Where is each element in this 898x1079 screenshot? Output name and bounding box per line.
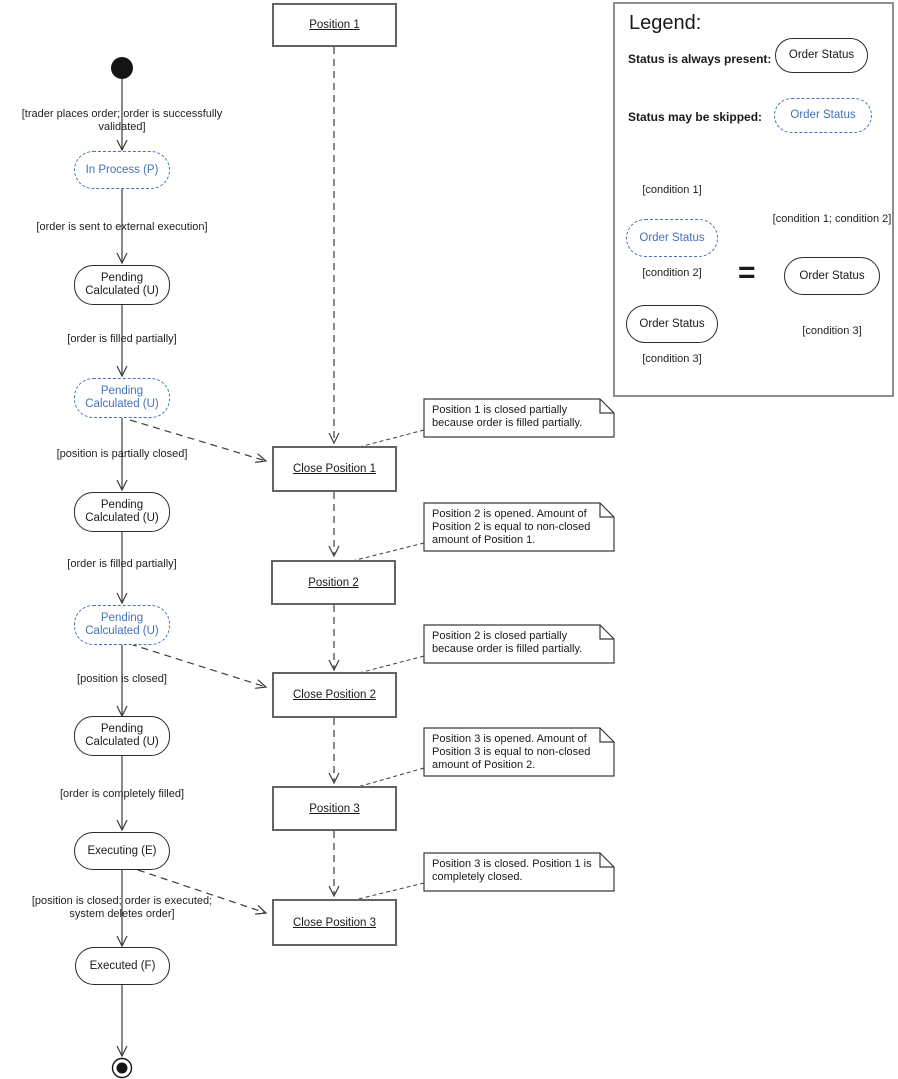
note-anchors [339,429,425,904]
state-pending-calculated-2: Pending Calculated (U) [74,378,170,418]
initial-node-icon [111,57,133,79]
guard-partially-closed: [position is partially closed] [56,448,188,460]
arrowheads-middle [328,432,340,898]
legend-cond3-left: [condition 3] [642,353,702,365]
guard-sent-to-execution: [order is sent to external execution] [36,221,208,233]
action-position-1: Position 1 [272,3,397,47]
guard-filled-partially-1: [order is filled partially] [67,333,177,345]
state-executed: Executed (F) [75,947,170,985]
state-pending-calculated-4: Pending Calculated (U) [74,605,170,645]
legend-always-label: Status is always present: [628,52,772,66]
legend-mini-skipped-state: Order Status [626,219,718,257]
legend-cond1: [condition 1] [642,184,702,196]
guard-position-closed: [position is closed] [77,673,167,685]
legend-cond12: [condition 1; condition 2] [772,213,892,225]
note-position3-closed: Position 3 is closed. Position 1 is comp… [432,858,592,883]
state-pending-calculated-1: Pending Calculated (U) [74,265,170,305]
legend-mini-merged-state: Order Status [784,257,880,295]
note-shapes [423,398,615,892]
action-close-position-2: Close Position 2 [272,672,397,718]
action-position-3: Position 3 [272,786,397,831]
cross-links [129,419,267,914]
legend-mini-solid-state: Order Status [626,305,718,343]
action-position-2: Position 2 [271,560,396,605]
legend-state-skipped: Order Status [774,98,872,133]
state-pending-calculated-5: Pending Calculated (U) [74,716,170,756]
legend-panel: Legend: Status is always present: Order … [613,2,894,397]
note-position1-closed: Position 1 is closed partially because o… [432,404,583,429]
legend-state-solid: Order Status [775,38,868,73]
state-executing: Executing (E) [74,832,170,870]
guard-order-executed: [position is closed; order is executed; … [31,895,213,920]
legend-title: Legend: [629,12,702,34]
state-pending-calculated-3: Pending Calculated (U) [74,492,170,532]
legend-cond3-right: [condition 3] [802,325,862,337]
guard-trader-places-order: [trader places order; order is successfu… [21,108,223,133]
action-close-position-1: Close Position 1 [272,446,397,492]
arrowheads-cross [255,453,268,915]
state-in-process: In Process (P) [74,151,170,189]
guard-filled-partially-2: [order is filled partially] [67,558,177,570]
legend-skipped-label: Status may be skipped: [628,110,763,124]
note-position3-opened: Position 3 is opened. Amount of Position… [432,733,591,771]
legend-cond2: [condition 2] [642,267,702,279]
note-position2-closed: Position 2 is closed partially because o… [432,630,583,655]
equals-sign: = [738,256,756,289]
action-close-position-3: Close Position 3 [272,899,397,946]
note-position2-opened: Position 2 is opened. Amount of Position… [432,508,591,546]
arrowheads-left [116,139,128,1058]
final-node-icon [111,1057,133,1079]
guard-completely-filled: [order is completely filled] [59,788,185,800]
